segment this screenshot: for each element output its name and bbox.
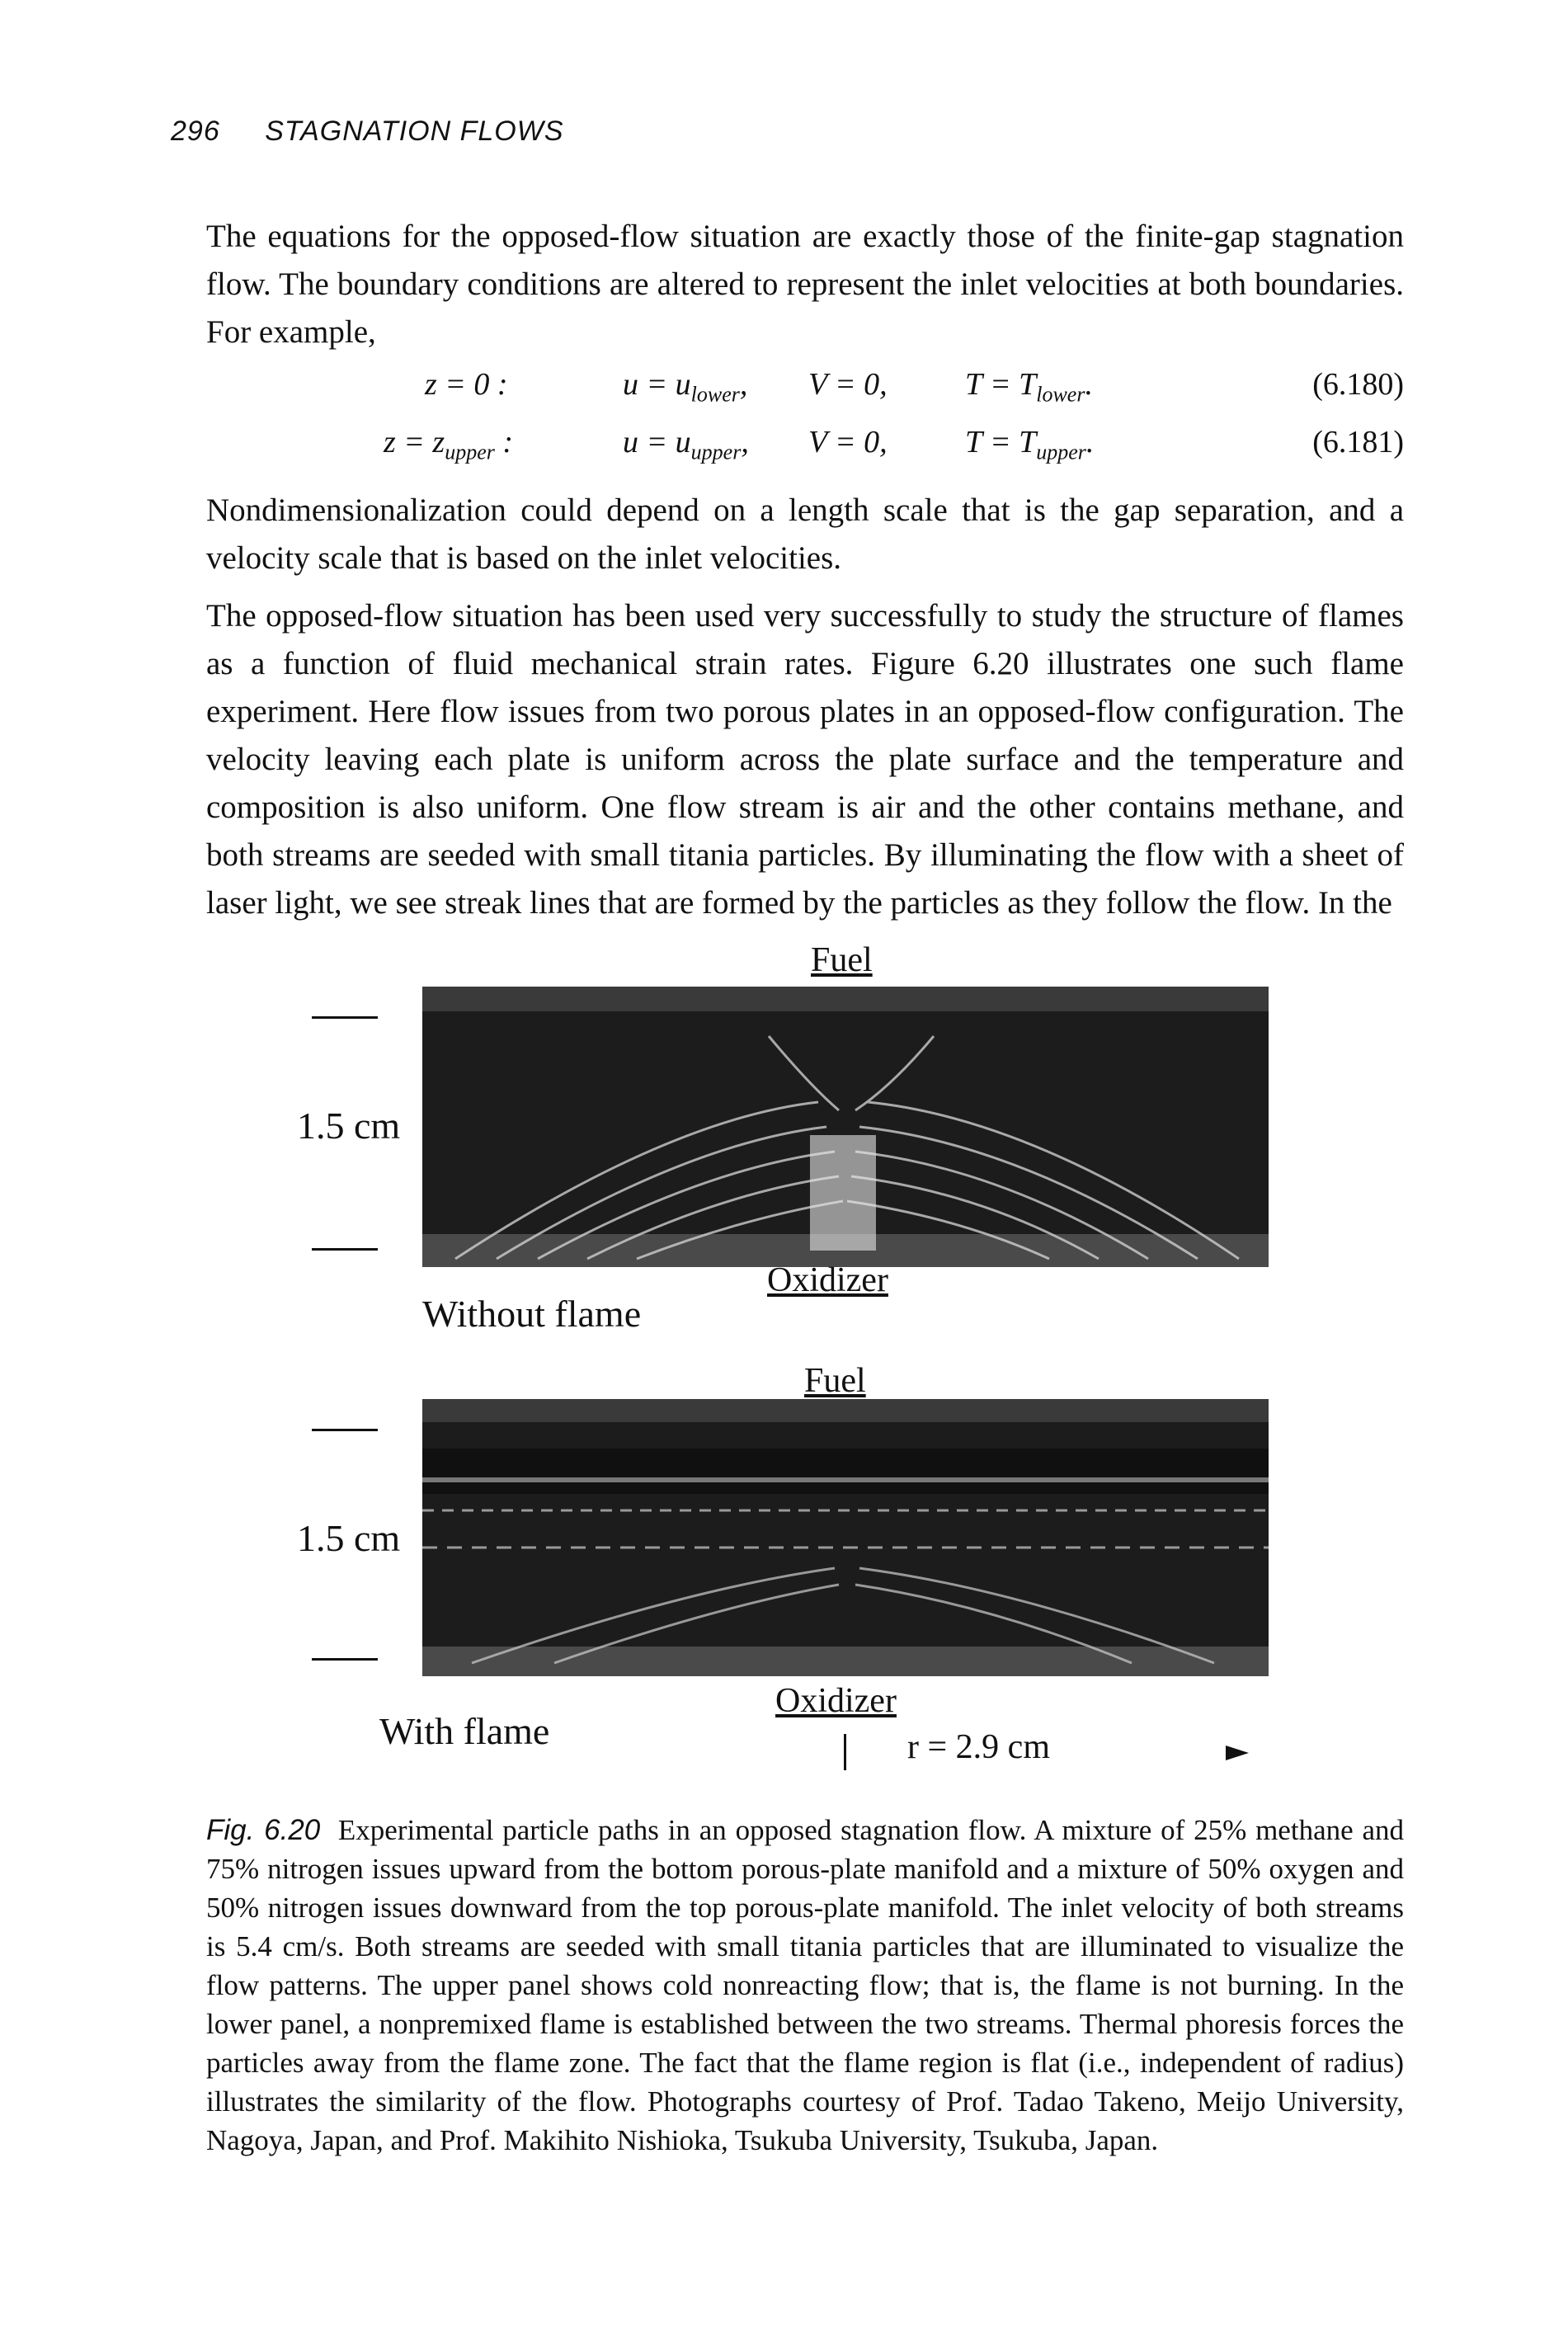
eq-v: V = 0,: [808, 367, 888, 402]
paragraph-1: The equations for the opposed-flow situa…: [206, 219, 1404, 350]
equation-number: (6.180): [1312, 367, 1404, 402]
figure-caption: Fig. 6.20 Experimental particle paths in…: [206, 1811, 1404, 2160]
eq-u: u = ulower,: [623, 367, 748, 407]
particle-streaks-cold: [422, 987, 1269, 1267]
page-number: 296: [171, 115, 220, 147]
paragraph-2: Nondimensionalization could depend on a …: [206, 492, 1404, 576]
oxidizer-label-upper: Oxidizer: [767, 1261, 888, 1299]
equation-number: (6.181): [1312, 425, 1404, 459]
figure-label: Fig. 6.20: [206, 1814, 321, 1846]
eq-condition: z = 0 :: [425, 367, 508, 402]
radius-label: r = 2.9 cm: [907, 1728, 1050, 1766]
scale-label-lower: 1.5 cm: [297, 1517, 401, 1559]
eq-v: V = 0,: [808, 425, 888, 459]
scale-tick-bottom: [312, 1658, 378, 1661]
photo-with-flame: [422, 1399, 1269, 1676]
paragraph-3: The opposed-flow situation has been used…: [206, 598, 1404, 921]
photo-without-flame: [422, 987, 1269, 1267]
scale-label-upper: 1.5 cm: [297, 1105, 401, 1147]
oxidizer-label-lower: Oxidizer: [775, 1682, 897, 1720]
eq-u: u = uupper,: [623, 425, 749, 464]
equation-6-181: z = zupper : u = uupper, V = 0, T = Tupp…: [206, 424, 1404, 465]
running-header: 296 STAGNATION FLOWS: [171, 115, 564, 148]
fuel-label-upper: Fuel: [811, 941, 873, 979]
eq-t: T = Tlower.: [965, 367, 1093, 407]
caption-text: Experimental particle paths in an oppose…: [206, 1814, 1404, 2156]
fuel-label-lower: Fuel: [804, 1362, 866, 1400]
running-title: STAGNATION FLOWS: [265, 115, 564, 147]
scale-tick-top: [312, 1016, 378, 1019]
scale-tick-bottom: [312, 1248, 378, 1251]
axis-center-marker: [844, 1734, 846, 1770]
equation-6-180: z = 0 : u = ulower, V = 0, T = Tlower. (…: [206, 366, 1404, 408]
scale-tick-top: [312, 1429, 378, 1431]
caption-with-flame: With flame: [379, 1710, 550, 1752]
arrow-right-icon: [1226, 1746, 1249, 1760]
eq-condition: z = zupper :: [384, 425, 514, 464]
caption-without-flame: Without flame: [422, 1293, 642, 1335]
eq-t: T = Tupper.: [965, 425, 1095, 464]
particle-streaks-flame: [422, 1399, 1269, 1676]
